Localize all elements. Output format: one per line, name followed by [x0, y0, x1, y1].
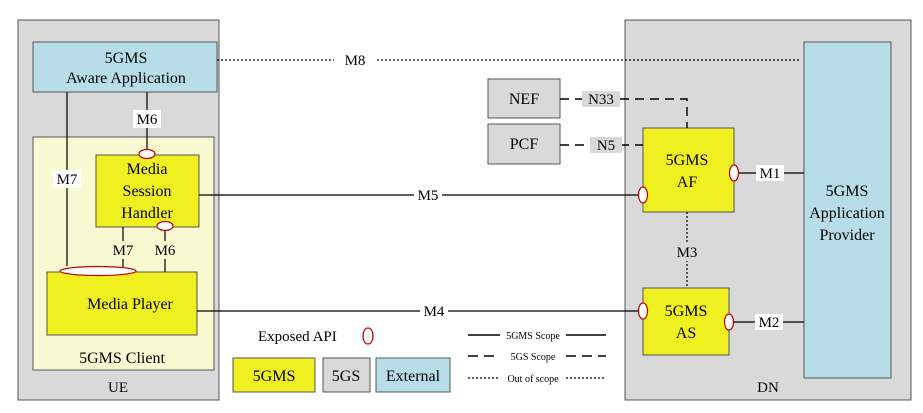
m8-label: M8: [345, 53, 366, 69]
pcf-label: PCF: [510, 136, 539, 153]
n5-label: N5: [597, 138, 615, 154]
as-line1: 5GMS: [665, 303, 708, 320]
m1-label: M1: [760, 166, 781, 182]
msh-line1: Media: [127, 161, 168, 178]
legend-external-label: External: [386, 368, 441, 385]
af-line2: AF: [677, 174, 698, 191]
aware-application-line2: Aware Application: [66, 70, 186, 87]
api-oval-msh-bottom: [156, 220, 174, 232]
n33-label: N33: [588, 92, 614, 108]
nef-node: NEF: [487, 78, 561, 119]
legend-scope-5gs: 5GS Scope: [468, 352, 606, 363]
api-oval-media-player: [59, 265, 137, 277]
legend-exposed-api-label: Exposed API: [258, 329, 337, 345]
m6-top-connection: M6: [133, 92, 161, 150]
legend-5gms-label: 5GMS: [253, 368, 296, 385]
aware-application-box: [32, 41, 218, 93]
n5-connection: N5: [560, 137, 643, 154]
af-line1: 5GMS: [666, 152, 709, 169]
legend-external-swatch: [375, 357, 451, 393]
pcf-node: PCF: [487, 123, 561, 165]
m3-label: M3: [677, 245, 698, 261]
legend: Exposed API 5GMS 5GS External 5GMS Scope…: [232, 327, 606, 393]
as-box: [642, 287, 730, 356]
media-session-handler-node: Media Session Handler: [95, 154, 200, 228]
m7-bottom-connection: M7: [109, 227, 137, 267]
legend-out-of-scope: Out of scope: [468, 374, 606, 385]
nef-label: NEF: [509, 91, 539, 108]
msh-line3: Handler: [121, 205, 173, 222]
as-line2: AS: [676, 325, 696, 342]
application-provider-node: 5GMS Application Provider: [803, 41, 892, 379]
pcf-box: [487, 123, 561, 165]
application-provider-box: [803, 41, 892, 379]
n33-connection: N33: [560, 91, 688, 128]
media-player-label: Media Player: [87, 296, 173, 313]
m1-connection: M1: [739, 165, 804, 182]
m7-left-connection: M7: [53, 92, 81, 266]
legend-scope-5gms-label: 5GMS Scope: [506, 331, 560, 342]
af-box: [642, 127, 735, 213]
af-node: 5GMS AF: [642, 127, 735, 213]
m5-connection: M5: [199, 187, 638, 204]
m2-label: M2: [759, 315, 780, 331]
legend-exposed-api-oval: [362, 327, 374, 345]
legend-5gs-label: 5GS: [332, 368, 360, 385]
legend-scope-5gs-label: 5GS Scope: [511, 352, 556, 363]
api-oval-af-right: [728, 164, 740, 182]
ue-label: UE: [108, 380, 128, 396]
legend-5gms-swatch: [232, 357, 316, 393]
m6-top-label: M6: [137, 112, 158, 128]
aware-application-line1: 5GMS: [105, 50, 148, 67]
api-oval-as-right: [723, 313, 735, 331]
api-oval-as-left: [637, 302, 649, 320]
m6-bottom-label: M6: [155, 243, 176, 259]
legend-scope-5gms: 5GMS Scope: [468, 331, 606, 342]
m5-label: M5: [418, 188, 439, 204]
provider-line2: Application: [809, 205, 885, 222]
m4-label: M4: [424, 304, 445, 320]
m4-connection: M4: [197, 303, 638, 320]
msh-line2: Session: [123, 183, 172, 200]
provider-line3: Provider: [819, 227, 875, 244]
dn-label: DN: [757, 380, 779, 396]
m2-connection: M2: [734, 314, 804, 331]
m6-bottom-connection: M6: [151, 230, 179, 272]
m3-connection: M3: [673, 212, 701, 288]
nef-box: [487, 78, 561, 119]
media-player-node: Media Player: [46, 271, 198, 336]
client-label: 5GMS Client: [79, 350, 165, 367]
m8-connection: M8: [217, 52, 800, 69]
provider-line1: 5GMS: [826, 183, 869, 200]
legend-5gs-swatch: [322, 357, 371, 393]
m7-left-label: M7: [57, 172, 78, 188]
api-oval-msh-top: [138, 148, 156, 160]
as-node: 5GMS AS: [642, 287, 730, 356]
legend-out-of-scope-label: Out of scope: [507, 374, 559, 385]
m7-bottom-label: M7: [113, 243, 134, 259]
aware-application-node: 5GMS Aware Application: [32, 41, 218, 93]
api-oval-af-left: [637, 186, 649, 204]
exposed-api-markers: [59, 148, 740, 331]
